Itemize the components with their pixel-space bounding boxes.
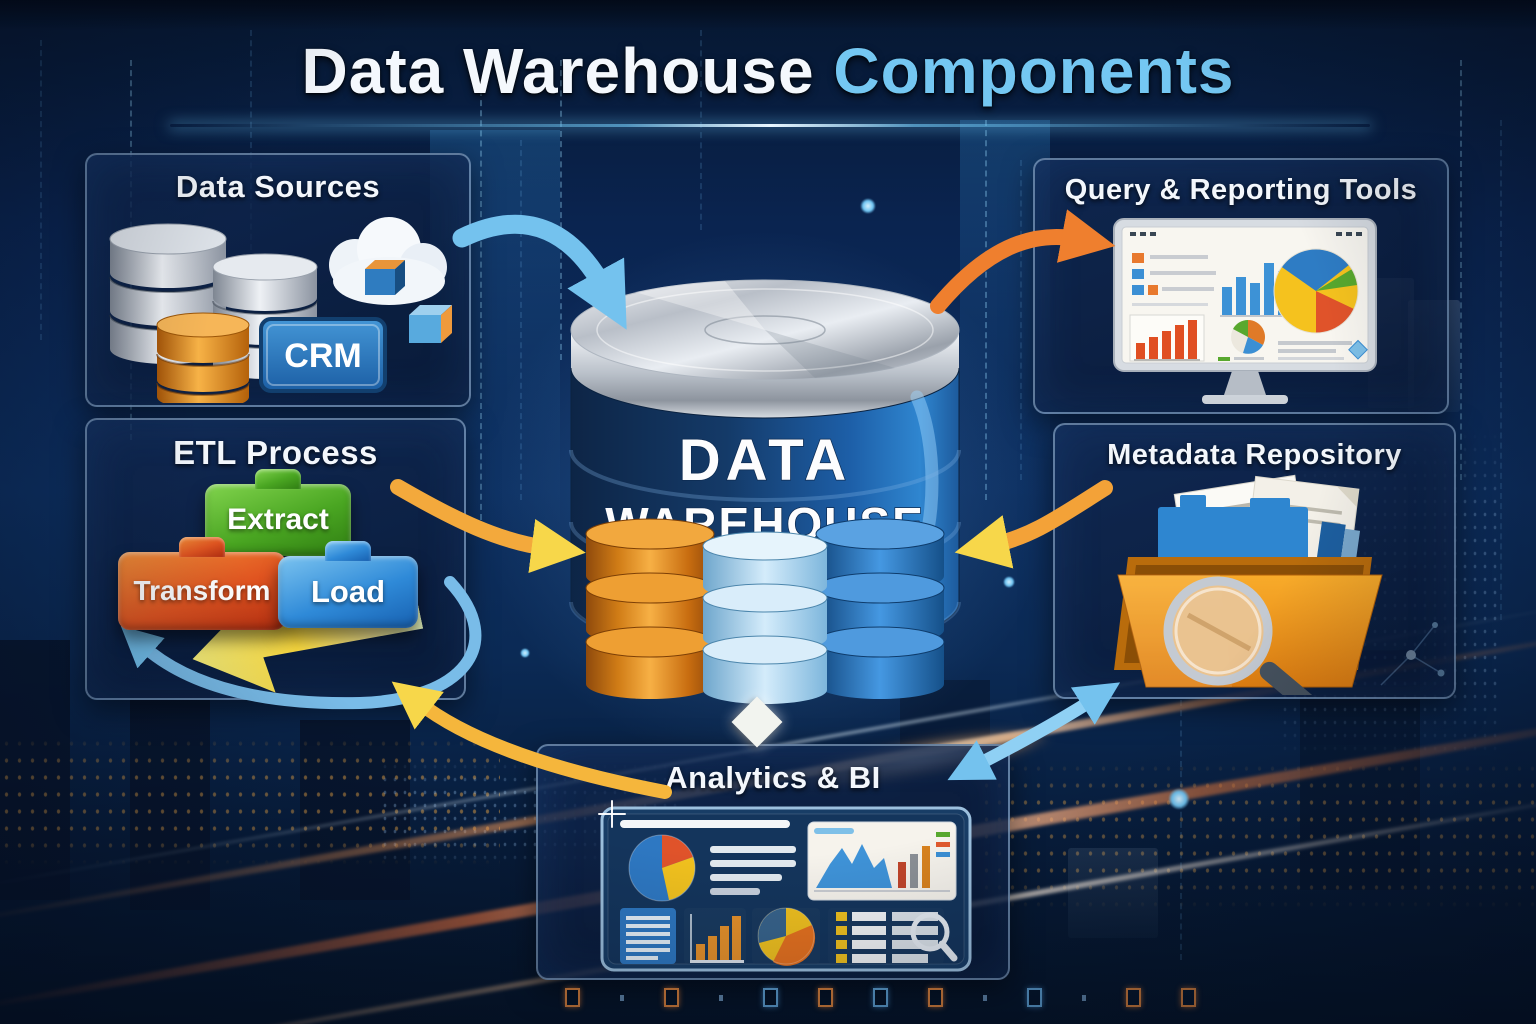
panel-title-query: Query & Reporting Tools <box>1064 174 1418 206</box>
folder-icon <box>1114 474 1383 695</box>
title-accent: Components <box>833 35 1235 107</box>
bottom-glyph-row <box>565 988 1196 1007</box>
etl-step-load: Load <box>278 556 418 628</box>
glow-dot-decoration <box>860 198 876 214</box>
panel-data-sources: Data Sources <box>85 153 471 407</box>
mini-db-lightblue <box>702 531 828 704</box>
data-warehouse-cylinder: DATA WAREHOUSE <box>569 279 961 704</box>
glyph-decoration <box>763 988 778 1007</box>
panel-title-etl: ETL Process <box>173 434 378 471</box>
database-orange-icon <box>156 312 250 403</box>
glyph-decoration <box>1126 988 1141 1007</box>
glyph-decoration <box>565 988 580 1007</box>
top-edge-shade <box>0 0 1536 30</box>
panel-query-reporting: Query & Reporting Tools <box>1033 158 1449 414</box>
glyph-decoration <box>664 988 679 1007</box>
monitor-icon <box>1113 218 1377 404</box>
glyph-decoration <box>1181 988 1196 1007</box>
glow-dot-decoration <box>1168 788 1190 810</box>
panel-title-data-sources: Data Sources <box>175 169 381 204</box>
glyph-decoration <box>1027 988 1042 1007</box>
title-main: Data Warehouse <box>301 35 815 107</box>
warehouse-label-line1: DATA <box>679 428 851 493</box>
etl-step-transform: Transform <box>118 552 286 630</box>
glyph-decoration <box>873 988 888 1007</box>
monitor-base <box>1202 395 1288 404</box>
data-sources-illustration: CRM <box>109 217 452 403</box>
glyph-decoration <box>928 988 943 1007</box>
panel-metadata-repository: Metadata Repository <box>1053 423 1456 699</box>
crm-badge: CRM <box>259 317 387 393</box>
dashboard-icon <box>600 806 972 972</box>
matrix-column-decoration <box>1460 60 1462 480</box>
title-underline-glow <box>170 124 1370 127</box>
glyph-decoration <box>719 994 723 1001</box>
list-icon <box>620 908 676 964</box>
extract-label: Extract <box>227 503 329 536</box>
crm-label: CRM <box>284 337 361 375</box>
page-title: Data Warehouse Components <box>0 34 1536 108</box>
glyph-decoration <box>620 994 624 1001</box>
load-label: Load <box>310 574 386 609</box>
pie-chart-icon <box>628 834 696 902</box>
mini-db-orange <box>585 518 715 699</box>
sparkle-decoration <box>598 800 626 828</box>
panel-title-analytics: Analytics & BI <box>665 760 881 795</box>
matrix-column-decoration <box>1500 120 1502 620</box>
mini-db-blue <box>815 518 945 699</box>
monitor-stand <box>1224 371 1266 395</box>
red-bar-chart-icon <box>1129 314 1205 362</box>
glyph-decoration <box>818 988 833 1007</box>
glyph-decoration <box>1082 994 1086 1001</box>
glyph-decoration <box>983 994 987 1001</box>
transform-label: Transform <box>133 575 271 606</box>
line-chart-icon <box>807 821 957 901</box>
ghost-building-decoration <box>1068 848 1158 938</box>
